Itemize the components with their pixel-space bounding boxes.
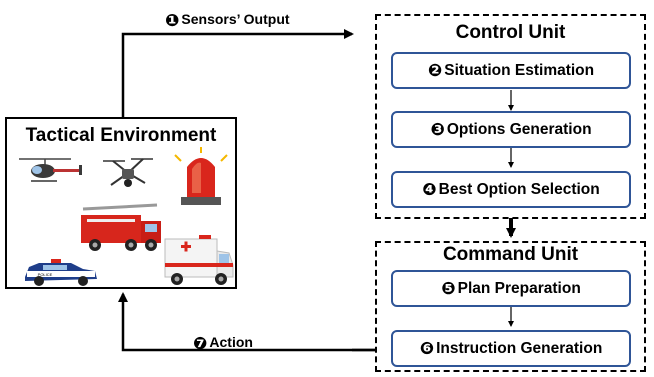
best-option-selection-label: Best Option Selection (438, 180, 600, 198)
step-5-badge: ❺ (441, 279, 456, 298)
vehicles-illustration: POLICE (19, 147, 234, 286)
situation-estimation-label: Situation Estimation (444, 61, 595, 79)
action-arrow (118, 292, 375, 352)
helicopter-icon (19, 158, 82, 182)
control-unit-title: Control Unit (455, 22, 566, 43)
police-car-text: POLICE (38, 272, 53, 277)
sensors-arrow (121, 29, 354, 117)
step-6-badge: ❻ (419, 339, 435, 358)
step-1-badge: ❶ (165, 10, 180, 30)
step-2-badge: ❷ (427, 61, 443, 80)
options-generation-label: Options Generation (446, 120, 592, 138)
action-text: Action (209, 334, 253, 350)
fire-truck-icon (81, 203, 161, 251)
tactical-environment-box: Tactical Environment (5, 117, 237, 289)
siren-icon (174, 147, 228, 205)
sensors-output-text: Sensors’ Output (181, 11, 290, 27)
step-4-badge: ❹ (422, 180, 437, 199)
plan-preparation-label: Plan Preparation (457, 279, 581, 297)
ambulance-icon (164, 235, 234, 285)
tactical-environment-title: Tactical Environment (25, 125, 217, 146)
command-unit-box (375, 241, 646, 372)
command-unit-title: Command Unit (442, 244, 579, 265)
drone-icon (103, 158, 153, 187)
step-7-badge: ❼ (193, 333, 208, 353)
police-car-icon (25, 259, 97, 286)
instruction-generation-label: Instruction Generation (436, 339, 603, 357)
control-unit-box (375, 14, 646, 219)
step-3-badge: ❸ (430, 120, 445, 139)
